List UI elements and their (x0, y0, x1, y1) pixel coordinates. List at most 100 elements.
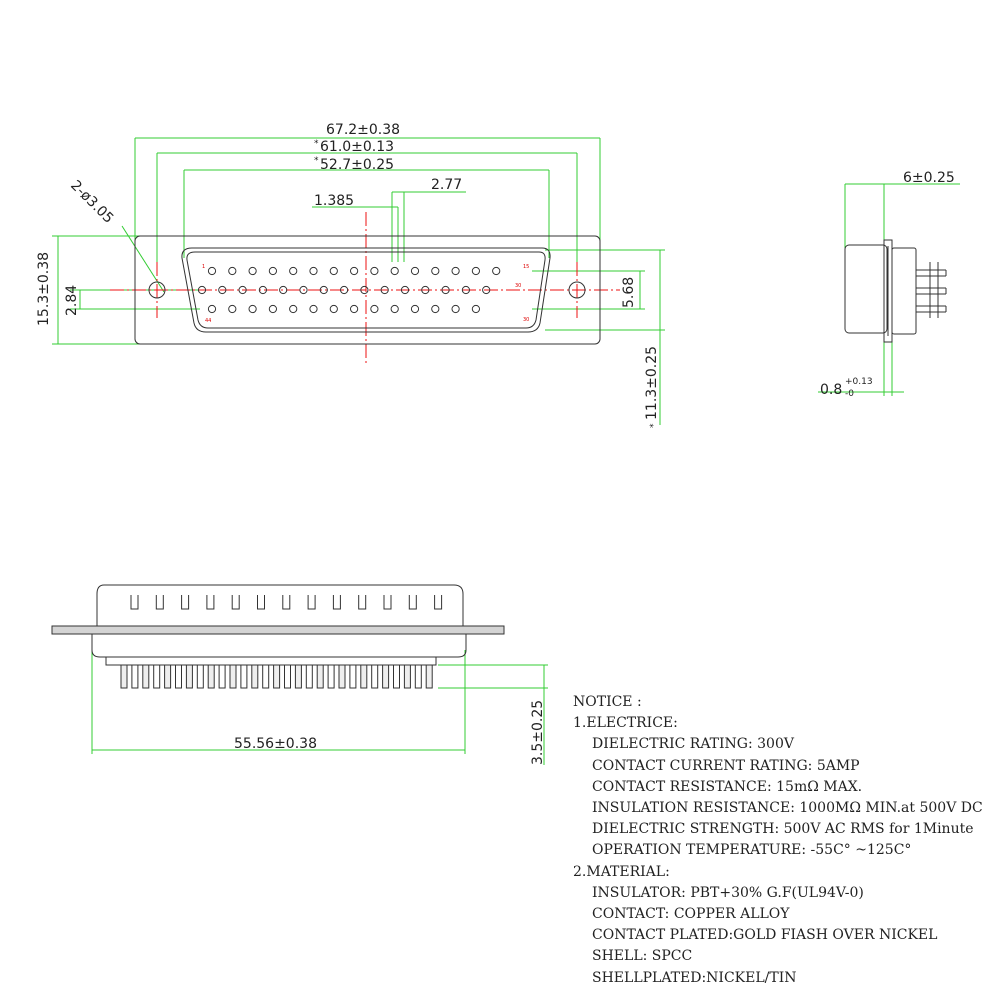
contact-tail (185, 664, 193, 689)
pin-row-2-pin (441, 285, 450, 295)
spec-dielectric-strength: DIELECTRIC STRENGTH: 500V AC RMS for 1Mi… (592, 821, 974, 838)
pin-row-3-pin (268, 304, 277, 314)
spec-contact: CONTACT: COPPER ALLOY (592, 906, 790, 923)
pin-row-3-pin (451, 304, 460, 314)
contact-slot (408, 595, 417, 610)
pin-row-3-pin (329, 304, 338, 314)
pin-row-2-pin (400, 285, 410, 295)
contact-slot (155, 595, 164, 610)
contact-tail (371, 664, 379, 689)
pin-row-2-pin (340, 285, 349, 295)
contact-tail (229, 664, 237, 689)
dim-shell-width: 52.7±0.25 (320, 157, 394, 173)
contact-tail (218, 664, 226, 689)
dim-outer-row-spacing: 5.68 (621, 277, 637, 308)
contact-tail (273, 664, 281, 689)
contact-tail (414, 664, 422, 689)
notice-section-electric-heading: 1.ELECTRICE: (573, 715, 678, 732)
pin-label-top-right: 15 (523, 264, 529, 270)
front-center-lines (110, 212, 620, 365)
pin-row-1-pin (370, 266, 379, 276)
pin-row-3-pin (350, 304, 359, 314)
pin-row-2-pin (380, 285, 389, 295)
side-outlines (844, 239, 947, 343)
pin-row-3-pin (289, 304, 298, 314)
pin-row-3-pin (248, 304, 257, 314)
pin-row-1-pin (471, 266, 480, 276)
contact-slot (206, 595, 215, 610)
pin-label-middle-right: 30 (515, 283, 521, 289)
contact-slot (181, 595, 190, 610)
side-view: 6±0.25 0.8 +0.13 -0 (818, 170, 960, 399)
spec-insulator: INSULATOR: PBT+30% G.F(UL94V-0) (592, 884, 864, 901)
contact-slot (358, 595, 367, 610)
contact-tail (284, 664, 291, 689)
contact-tail (240, 664, 248, 689)
spec-shell: SHELL: SPCC (592, 948, 693, 965)
contact-tail (207, 664, 215, 689)
pin-row-1-pin (329, 266, 338, 276)
bottom-outlines (51, 584, 505, 666)
contact-tail (316, 664, 324, 689)
bottom-contact-tails (120, 664, 433, 689)
pin-row-2-pin (279, 285, 288, 295)
pin-row-2-pin (482, 285, 491, 295)
contact-tail (403, 664, 411, 689)
bottom-view: 55.56±0.38 3.5±0.25 (51, 584, 548, 765)
contact-tail (305, 664, 313, 689)
bottom-contact-slots (130, 595, 443, 610)
side-dimension-lines (818, 183, 960, 396)
dim-tail-length: 3.5±0.25 (530, 700, 546, 765)
dim-flange-tol-lower: -0 (845, 389, 854, 399)
contact-tail (131, 664, 139, 689)
pin-row-3-pin (471, 304, 480, 314)
bottom-tail-strip (105, 656, 437, 666)
front-view: 1 15 30 44 30 67.2±0.38 * 61.0±0.13 * 52… (36, 122, 665, 428)
pin-row-3-pin (410, 304, 420, 314)
contact-slot (383, 595, 392, 610)
pin-row-3-pin (370, 304, 379, 314)
contact-tail (142, 664, 150, 689)
dim-row-spacing: 2.84 (64, 285, 80, 316)
pin-row-1-pin (289, 266, 298, 276)
spec-operation-temperature: OPERATION TEMPERATURE: -55C° ~125C° (592, 842, 912, 859)
bottom-insulator (91, 633, 467, 658)
dim-mount-holes: 2-ø3.05 (67, 178, 116, 227)
pin-row-2-pin (421, 285, 430, 295)
contact-tail (425, 664, 433, 689)
dim-pin-field-width: 55.56±0.38 (234, 736, 317, 752)
front-outlines (134, 235, 601, 345)
bottom-dimension-lines (91, 650, 548, 765)
mount-hole-right (568, 281, 586, 299)
contact-tail (349, 664, 357, 689)
spec-insulation-resistance: INSULATION RESISTANCE: 1000MΩ MIN.at 500… (592, 800, 983, 817)
contact-tail (393, 664, 400, 689)
side-rear-shell (891, 247, 917, 335)
dim-half-pitch: 1.385 (314, 193, 354, 209)
side-body (844, 244, 888, 334)
contact-tail (164, 664, 172, 689)
dim-depth: 6±0.25 (903, 170, 955, 186)
contact-tail (120, 664, 128, 689)
front-dimension-lines (52, 137, 665, 425)
contact-tail (294, 664, 302, 689)
pin-row-3-pin (207, 304, 217, 314)
contact-tail (382, 664, 390, 689)
pin-row-2-pin (258, 285, 267, 295)
pin-row-2-pin (197, 285, 207, 295)
contact-slot (130, 595, 139, 610)
spec-contact-current: CONTACT CURRENT RATING: 5AMP (592, 757, 860, 774)
contact-slot (434, 595, 443, 610)
dim-overall-height: 15.3±0.38 (36, 252, 52, 326)
pin-row-1-pin (492, 266, 501, 276)
mount-hole-left (148, 281, 166, 299)
spec-contact-resistance: CONTACT RESISTANCE: 15mΩ MAX. (592, 778, 863, 795)
contact-slot (307, 595, 316, 610)
pin-row-1-pin (248, 266, 257, 276)
spec-shell-plated: SHELLPLATED:NICKEL/TIN (592, 969, 797, 986)
pin-row-2-pin (461, 285, 470, 295)
dim-mark-shell-width: * (314, 156, 319, 166)
spec-contact-plated: CONTACT PLATED:GOLD FIASH OVER NICKEL (592, 927, 938, 944)
contact-slot (332, 595, 341, 610)
